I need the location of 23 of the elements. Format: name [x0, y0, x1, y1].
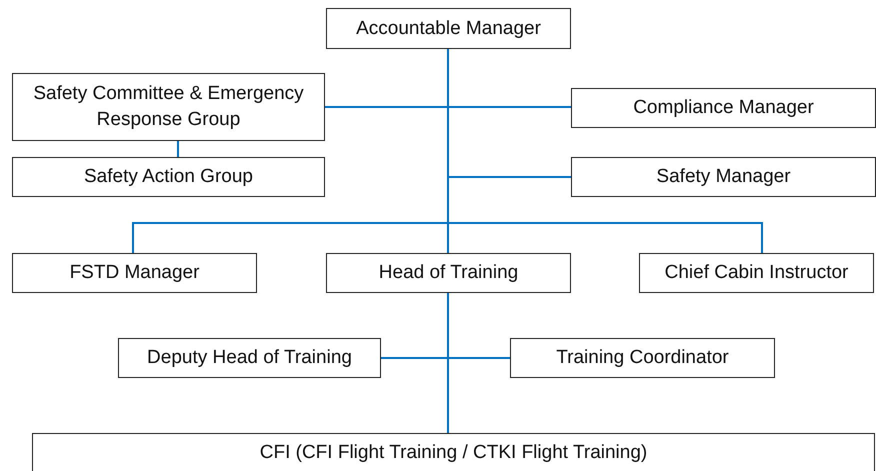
connector-line [177, 141, 179, 157]
role-box [639, 253, 874, 293]
role-title: Chief Cabin Instructor [664, 261, 848, 286]
role-box [12, 73, 325, 141]
role-box [510, 338, 775, 378]
role-title: Safety Action Group [84, 165, 253, 190]
role-title: Safety Manager [656, 165, 791, 190]
role-title: Training Coordinator [556, 346, 729, 370]
role-box [571, 157, 876, 197]
role-title: FSTD Manager [70, 261, 200, 286]
role-box [326, 253, 571, 293]
role-title: CFI (CFI Flight Training / CTKI Flight Training) [260, 441, 648, 466]
role-title: Safety Committee & Emergency Response Group [32, 82, 305, 132]
role-title: Head of Training [378, 261, 518, 286]
role-title: Compliance Manager [633, 96, 814, 120]
role-box [118, 338, 381, 378]
role-title: Deputy Head of Training [147, 346, 352, 370]
role-box [12, 253, 257, 293]
role-box [12, 157, 325, 197]
role-box [571, 88, 876, 128]
role-box [326, 8, 571, 49]
role-title: Accountable Manager [356, 16, 541, 41]
role-box [32, 433, 875, 471]
